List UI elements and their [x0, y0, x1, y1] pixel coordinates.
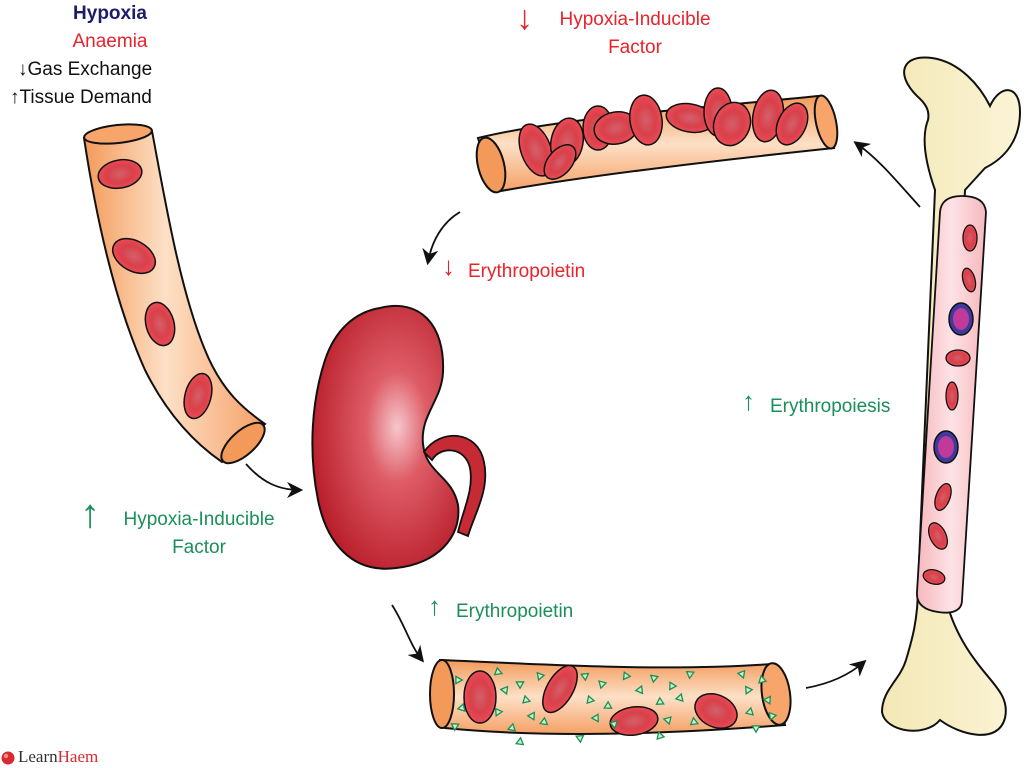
label-tissue-demand: ↑Tissue Demand: [10, 87, 152, 108]
erythropoietin-molecule: [575, 734, 585, 744]
erythropoietin-molecule: [499, 685, 509, 696]
erythropoietin-molecule: [689, 716, 700, 726]
label-hypoxia: Hypoxia: [73, 3, 147, 24]
increase-arrow-icon: ↑: [742, 386, 755, 416]
arrow-vessel-to-kidney: [245, 463, 304, 499]
erythropoietin-molecule: [586, 694, 596, 705]
erythropoietin-molecule: [450, 722, 460, 732]
erythropoietin-molecule: [493, 666, 504, 676]
label-hif-decrease-line2: Factor: [608, 37, 662, 58]
label-epo-increase: Erythropoietin: [456, 601, 574, 622]
erythroid-precursor-cell: [933, 430, 959, 464]
logo-learn-text: Learn: [18, 747, 58, 766]
label-hif-increase-line2: Factor: [172, 537, 226, 558]
erythropoietin-molecule: [649, 674, 660, 684]
label-hif-decrease-line1: Hypoxia-Inducible: [559, 9, 711, 30]
erythropoietin-molecule: [456, 702, 466, 713]
label-epo-decrease: Erythropoietin: [468, 261, 586, 282]
arrow-top-vessel-to-kidney: [422, 211, 461, 266]
erythropoietin-molecule: [590, 713, 599, 723]
erythropoietin-molecule: [634, 684, 644, 695]
label-gas-exchange: ↓Gas Exchange: [18, 59, 153, 80]
erythropoietin-molecule: [751, 725, 761, 734]
erythropoietin-molecule: [603, 700, 613, 709]
red-blood-cell: [144, 301, 176, 347]
erythropoietin-molecule: [536, 671, 546, 682]
erythropoietin-molecule: [757, 674, 768, 684]
bottom-red-blood-cells: [463, 664, 738, 737]
arrow-bottom-vessel-to-bone: [805, 659, 867, 689]
label-anaemia: Anaemia: [72, 31, 148, 52]
erythropoietin-molecule: [669, 681, 678, 691]
logo-haem-text: Haem: [57, 747, 99, 766]
erythropoietin-molecule: [685, 670, 695, 680]
erythropoietin-molecule: [768, 711, 778, 722]
marrow-red-blood-cells: [922, 224, 978, 585]
packed-red-blood-cells: [518, 87, 809, 180]
increase-arrow-icon: ↑: [80, 492, 100, 536]
erythropoietin-molecule: [522, 694, 532, 704]
label-hif-increase-line1: Hypoxia-Inducible: [123, 509, 275, 530]
left-blood-vessel: [82, 123, 267, 465]
erythropoietin-molecule: [762, 695, 772, 705]
ureter: [422, 435, 487, 538]
red-blood-cell: [111, 237, 157, 275]
erythropoietin-molecule: [515, 681, 525, 690]
erythropoietin-molecule: [455, 675, 464, 685]
femur-bone: [880, 56, 1022, 736]
erythropoietin-molecule: [744, 706, 755, 716]
decrease-arrow-icon: ↓: [516, 0, 533, 37]
erythropoietin-molecule: [526, 711, 536, 721]
bottom-blood-vessel: [429, 658, 792, 746]
erythroid-precursor-cell: [948, 302, 974, 336]
arrow-kidney-to-bottom-vessel: [391, 604, 425, 663]
erythropoietin-molecule: [622, 671, 632, 681]
increase-arrow-icon: ↑: [428, 591, 441, 621]
arrow-bone-to-top-vessel: [853, 141, 921, 208]
decrease-arrow-icon: ↓: [442, 251, 455, 281]
label-erythropoiesis: Erythropoiesis: [770, 396, 891, 417]
erythropoietin-molecule: [744, 685, 754, 695]
erythropoietin-molecule: [494, 707, 504, 717]
erythropoietin-molecule: [580, 672, 590, 682]
erythropoietin-molecules: [450, 666, 778, 746]
erythropoietin-molecule: [655, 696, 665, 706]
red-blood-cell: [97, 158, 143, 190]
erythropoietin-molecule: [598, 680, 608, 690]
erythropoietin-molecule: [538, 716, 549, 726]
erythropoietin-molecule: [674, 692, 684, 703]
learnhaem-logo-text: LearnHaem: [18, 746, 98, 768]
erythropoietin-molecule: [662, 716, 672, 726]
top-blood-vessel: [475, 87, 839, 194]
kidney: [311, 305, 487, 570]
red-blood-cell: [183, 372, 213, 420]
erythropoietin-molecule: [608, 720, 619, 730]
erythropoietin-molecule: [656, 730, 666, 741]
erythropoietin-molecule: [506, 722, 517, 732]
learnhaem-logo-icon: [1, 751, 15, 765]
erythropoietin-molecule: [736, 669, 746, 680]
erythropoietin-molecule: [514, 736, 525, 746]
